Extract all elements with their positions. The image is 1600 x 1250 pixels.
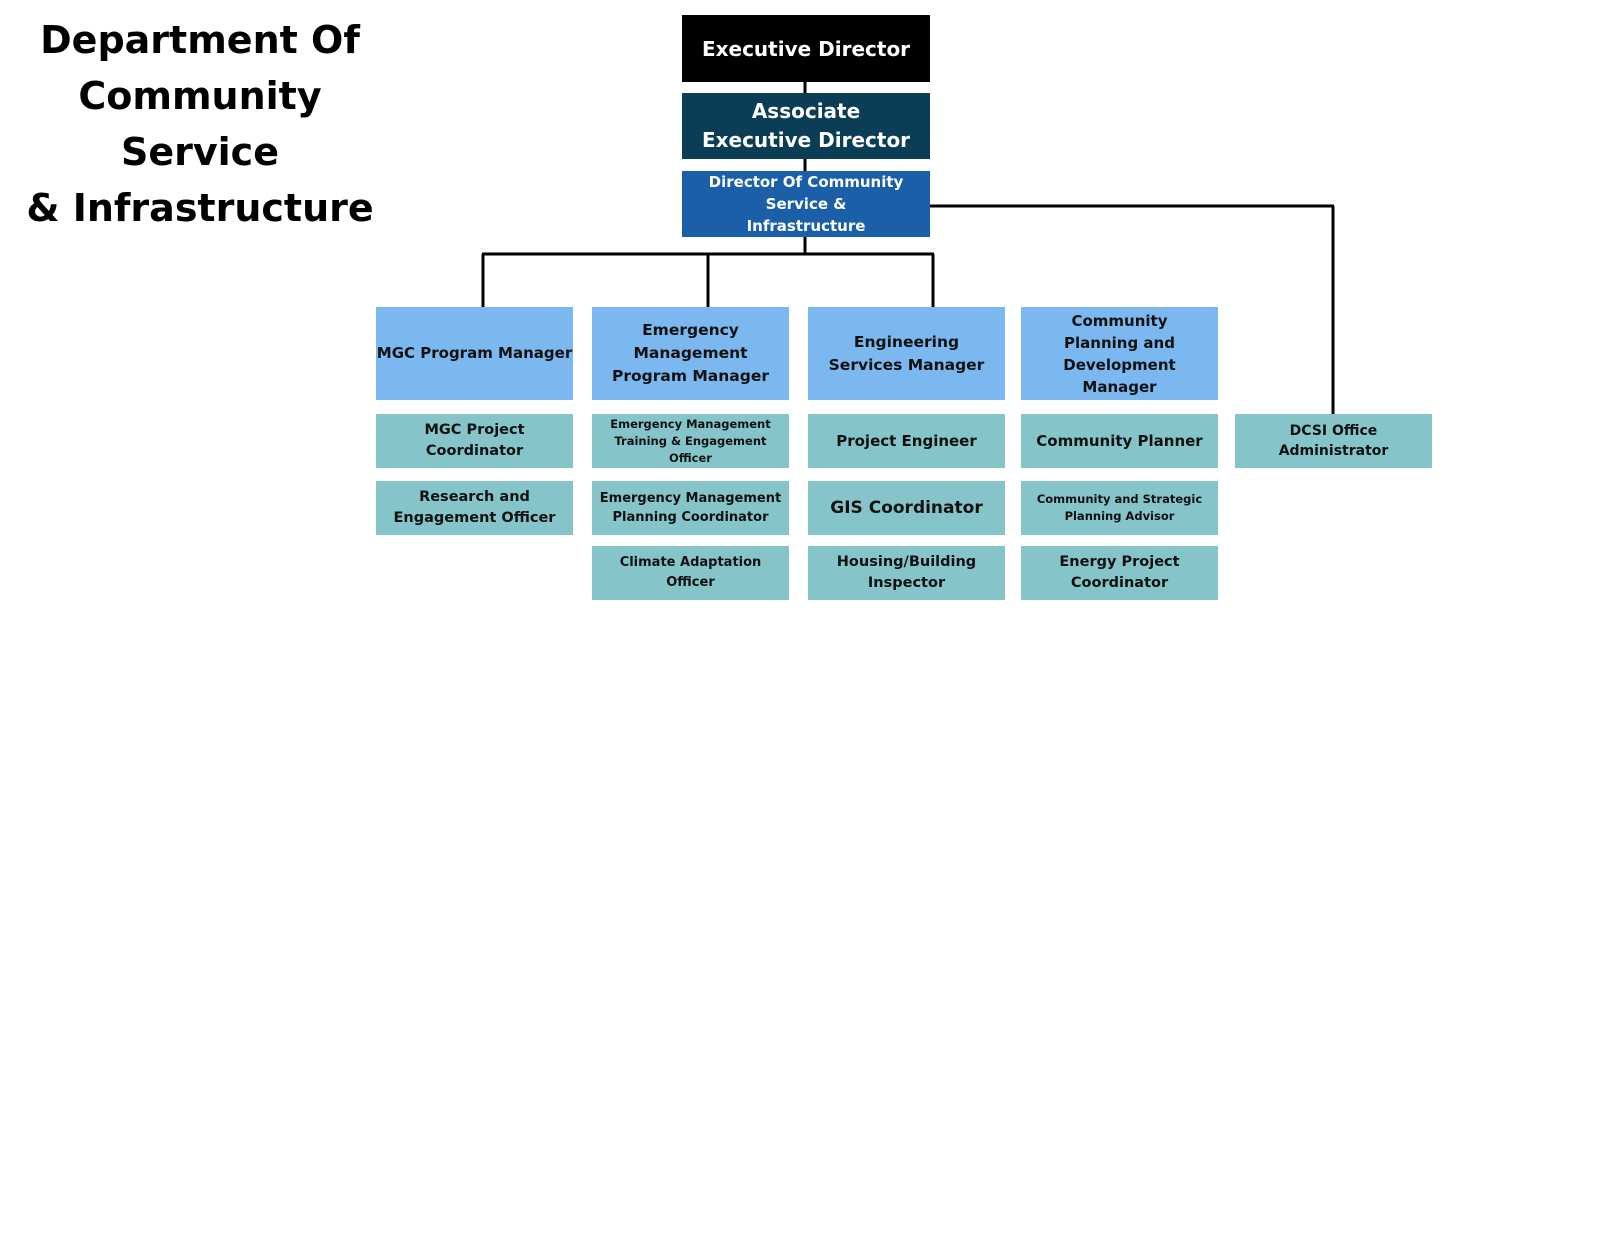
title-line-2: Community Service: [78, 74, 322, 174]
staff-label-housing-inspector: Housing/Building Inspector: [836, 554, 977, 591]
staff-box-community-planner: Community Planner: [1021, 414, 1218, 468]
staff-box-housing-inspector: Housing/Building Inspector: [808, 546, 1005, 600]
staff-label-climate-adaptation: Climate Adaptation Officer: [619, 555, 762, 590]
associate-executive-director-label: Associate Executive Director: [701, 99, 911, 152]
staff-label-dcsi-office-administrator: DCSI Office Administrator: [1278, 423, 1389, 459]
manager-box-mgc: MGC Program Manager: [376, 307, 573, 400]
manager-box-community-planning: Community Planning and Development Manag…: [1021, 307, 1218, 400]
executive-director-box: Executive Director: [682, 15, 930, 82]
title-line-3: & Infrastructure: [26, 186, 374, 230]
staff-box-climate-adaptation: Climate Adaptation Officer: [592, 546, 789, 600]
staff-label-project-engineer: Project Engineer: [836, 431, 977, 450]
title-line-1: Department Of: [40, 18, 360, 62]
director-box: Director Of Community Service & Infrastr…: [682, 171, 930, 237]
associate-executive-director-box: Associate Executive Director: [682, 93, 930, 159]
manager-label-mgc: MGC Program Manager: [376, 344, 573, 362]
staff-box-energy-project-coordinator: Energy Project Coordinator: [1021, 546, 1218, 600]
staff-box-mgc-project-coordinator: MGC Project Coordinator: [376, 414, 573, 468]
manager-box-emergency: Emergency Management Program Manager: [592, 307, 789, 400]
staff-box-gis-coordinator: GIS Coordinator: [808, 481, 1005, 535]
staff-label-em-training: Emergency Management Training & Engageme…: [610, 416, 771, 465]
staff-label-energy-project-coordinator: Energy Project Coordinator: [1059, 554, 1180, 591]
staff-box-em-training: Emergency Management Training & Engageme…: [592, 414, 789, 468]
staff-label-gis-coordinator: GIS Coordinator: [830, 498, 983, 518]
director-label: Director Of Community Service & Infrastr…: [708, 173, 904, 235]
executive-director-label: Executive Director: [701, 36, 911, 61]
staff-label-mgc-project-coordinator: MGC Project Coordinator: [424, 422, 525, 459]
staff-box-project-engineer: Project Engineer: [808, 414, 1005, 468]
staff-label-research-engagement: Research and Engagement Officer: [393, 489, 556, 526]
page-title: Department Of Community Service & Infras…: [0, 12, 400, 236]
staff-label-strategic-planning-advisor: Community and Strategic Planning Advisor: [1036, 492, 1203, 523]
connector-lines: [481, 82, 1335, 414]
staff-label-community-planner: Community Planner: [1036, 431, 1203, 450]
manager-label-emergency: Emergency Management Program Manager: [611, 321, 770, 385]
staff-box-em-planning: Emergency Management Planning Coordinato…: [592, 481, 789, 535]
manager-label-engineering: Engineering Services Manager: [828, 332, 985, 374]
manager-box-engineering: Engineering Services Manager: [808, 307, 1005, 400]
staff-box-research-engagement: Research and Engagement Officer: [376, 481, 573, 535]
manager-label-community-planning: Community Planning and Development Manag…: [1063, 311, 1176, 396]
staff-box-dcsi-office-administrator: DCSI Office Administrator: [1235, 414, 1432, 468]
staff-label-em-planning: Emergency Management Planning Coordinato…: [599, 491, 782, 525]
staff-box-strategic-planning-advisor: Community and Strategic Planning Advisor: [1021, 481, 1218, 535]
